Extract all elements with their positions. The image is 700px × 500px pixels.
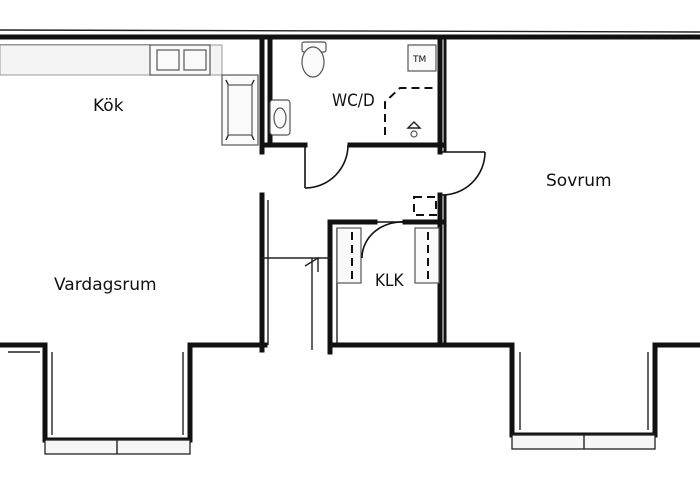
closet-fixtures xyxy=(336,196,440,284)
room-label-kitchen: Kök xyxy=(93,96,124,116)
bathroom-walls xyxy=(259,34,447,155)
bedroom-door xyxy=(441,151,486,196)
lower-walls xyxy=(0,342,700,443)
windows xyxy=(44,434,656,455)
room-label-closet: KLK xyxy=(375,271,405,291)
outer-walls xyxy=(0,29,700,46)
kitchen-counter xyxy=(0,44,259,146)
room-label-living: Vardagsrum xyxy=(54,275,157,295)
bathroom-fixtures: TM xyxy=(269,41,438,138)
bathroom-door xyxy=(304,144,349,189)
room-label-bathroom: WC/D xyxy=(332,91,375,111)
washer-label: TM xyxy=(412,55,426,65)
room-label-bedroom: Sovrum xyxy=(546,171,612,191)
